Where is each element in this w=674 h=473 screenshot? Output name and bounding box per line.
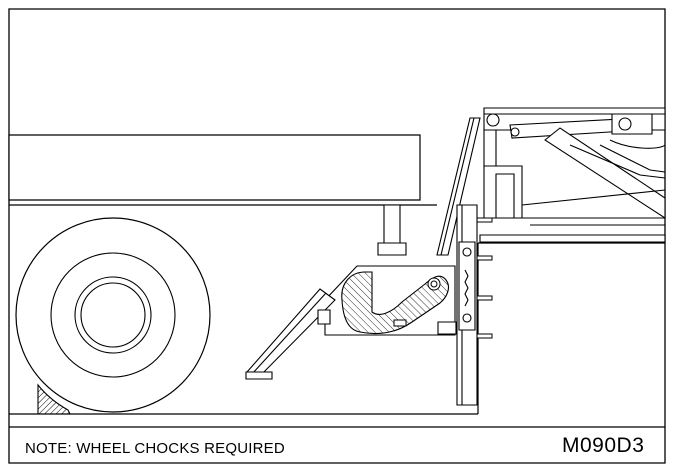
- wheel-chocks-note: NOTE: WHEEL CHOCKS REQUIRED: [25, 440, 285, 457]
- drawing-code: M090D3: [562, 434, 645, 457]
- restraint-housing: [457, 205, 477, 405]
- rear-wheel: [16, 218, 210, 412]
- dock-leveler: [437, 108, 665, 255]
- leveler-lip: [246, 289, 335, 379]
- wheel-chock: [38, 385, 70, 414]
- vehicle-restraint-hook: [342, 272, 449, 334]
- dock-wall: [478, 243, 665, 414]
- truck-body: [9, 135, 420, 200]
- truck-bumper-post: [378, 205, 406, 255]
- hook-pivot: [394, 278, 440, 326]
